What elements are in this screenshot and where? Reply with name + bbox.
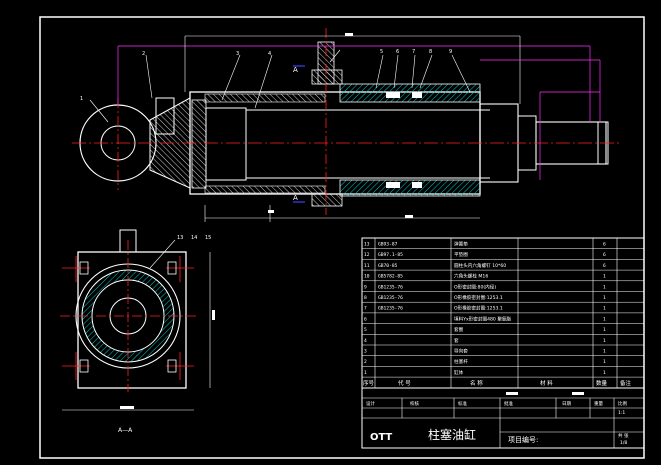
bom-cell-qty: 1 — [603, 327, 606, 333]
gland-bottom — [339, 179, 481, 197]
company-logo: ОТТ — [370, 432, 392, 443]
tb-design: 设计 — [366, 400, 375, 407]
bom-cell-qty: 1 — [603, 284, 606, 290]
clevis-bolt — [155, 97, 175, 135]
bom-cell-qty: 1 — [603, 359, 606, 365]
balloon-2: 2 — [142, 51, 145, 57]
bom-header-name: 名 称 — [470, 379, 483, 387]
bom-cell-name: 套圈 — [454, 326, 464, 333]
bom-cell-no: 7 — [364, 306, 367, 312]
bom-cell-name: O形橡胶密封圈:1253.1 — [454, 294, 503, 301]
side-view-aa: 13 14 15 A—A — [60, 229, 215, 434]
tb-process: 标准 — [458, 400, 467, 407]
bom-cell-no: 12 — [364, 252, 370, 258]
bom-cell-qty: 1 — [603, 316, 606, 322]
bom-cell-name: 缸体 — [454, 369, 464, 376]
bom-header-material: 材 料 — [540, 379, 553, 387]
bom-header-note: 备注 — [620, 379, 632, 387]
balloon-3: 3 — [236, 51, 239, 57]
bom-cell-code: GB97.1-85 — [378, 252, 403, 258]
tb-scale-value: 1:1 — [618, 410, 625, 416]
balloon-1: 1 — [80, 96, 83, 102]
bom-cell-qty: 1 — [603, 349, 606, 355]
tb-scale: 比例 — [618, 400, 627, 407]
bom-cell-name: 填料Yx形密封圈480 聚氨酯 — [454, 315, 512, 322]
bom-cell-no: 10 — [364, 274, 370, 280]
tb-date: 日期 — [562, 401, 571, 407]
bom-cell-code: GB70-85 — [378, 263, 398, 269]
piston — [205, 107, 247, 181]
bom-cell-name: 平垫圈 — [454, 251, 468, 258]
bom-cell-name: O形橡胶密封圈:1253.1 — [454, 305, 503, 312]
balloon-13: 13 — [177, 235, 183, 241]
bom-cell-no: 13 — [364, 242, 370, 248]
bom-header-code: 代 号 — [398, 379, 411, 387]
bom-cell-qty: 1 — [603, 306, 606, 312]
bom-cell-code: GB93-87 — [378, 242, 398, 248]
bom-cell-no: 8 — [364, 295, 367, 301]
balloon-14: 14 — [191, 235, 197, 241]
bom-cell-no: 5 — [364, 327, 367, 333]
bom-cell-name: 柱塞杆 — [454, 358, 468, 365]
project-number-label: 项目编号: — [508, 435, 538, 444]
balloon-6: 6 — [396, 49, 399, 55]
bom-cell-no: 2 — [364, 359, 367, 365]
title-block: 设计 校核 标准 批准 日期 重量 比例 1:1 共 张 1/8 ОТТ 柱塞油… — [361, 387, 645, 449]
bom-cell-qty: 6 — [603, 242, 606, 248]
bom-cell-qty: 1 — [603, 295, 606, 301]
oil-port-bottom — [311, 193, 343, 207]
bom-cell-no: 3 — [364, 349, 367, 355]
balloon-4: 4 — [268, 51, 271, 57]
tb-approve: 批准 — [504, 400, 513, 407]
bom-cell-code: GB1235-76 — [378, 306, 403, 312]
bom-cell-name: 六角头螺栓 M16 — [454, 273, 488, 280]
bom-header-qty: 数量 — [596, 379, 608, 387]
tb-sheet: 共 张 — [618, 432, 629, 439]
balloon-5: 5 — [380, 49, 383, 55]
gland-top — [339, 83, 481, 103]
bom-cell-name: 导向套 — [454, 348, 468, 355]
bom-cell-code: GB1235-76 — [378, 295, 403, 301]
bom-cell-qty: 6 — [603, 252, 606, 258]
tb-weight: 重量 — [594, 400, 603, 407]
bom-cell-name: 套 — [454, 337, 459, 344]
bom-cell-code: GB5782-85 — [378, 274, 403, 280]
bom-cell-qty: 1 — [603, 338, 606, 344]
bom-cell-no: 11 — [364, 263, 370, 269]
view-label: A—A — [118, 427, 133, 434]
bom-cell-qty: 6 — [603, 263, 606, 269]
bom-cell-no: 4 — [364, 338, 367, 344]
drawing-title: 柱塞油缸 — [428, 427, 476, 442]
balloon-7: 7 — [412, 49, 415, 55]
bom-cell-name: O形密封圈:80(内径) — [454, 283, 496, 290]
balloon-9: 9 — [449, 49, 452, 55]
bom-cell-qty: 1 — [603, 274, 606, 280]
balloon-15: 15 — [205, 235, 211, 241]
bom-cell-no: 6 — [364, 316, 367, 322]
tb-check: 校核 — [410, 400, 419, 407]
tb-sheet-value: 1/8 — [620, 440, 627, 446]
section-label-bottom: A — [293, 194, 298, 202]
bom-cell-no: 1 — [364, 370, 367, 376]
bom-cell-no: 9 — [364, 284, 367, 290]
cylinder-section-view: A A 1 2 3 4 5 6 7 8 9 — [72, 28, 620, 222]
end-cap — [191, 99, 207, 189]
balloon-8: 8 — [429, 49, 432, 55]
bom-cell-name: 弹簧垫 — [454, 241, 468, 248]
section-label-top: A — [293, 66, 298, 74]
bom-cell-qty: 1 — [603, 370, 606, 376]
bom-cell-name: 圆柱头内六角螺钉 10*60 — [454, 262, 506, 269]
bom-header-no: 序号 — [363, 379, 375, 387]
bom-cell-code: GB1235-76 — [378, 284, 403, 290]
